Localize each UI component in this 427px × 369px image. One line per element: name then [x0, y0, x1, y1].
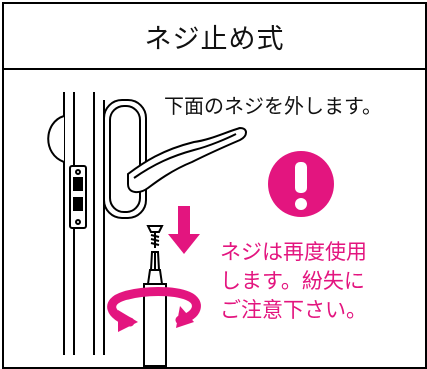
rotation-arrowhead-icon [118, 306, 194, 332]
caution-note: ネジは再度使用 します。紛失に ご注意下さい。 [220, 238, 420, 325]
screwdriver-icon [143, 251, 167, 367]
caution-line-2: します。紛失に [220, 269, 365, 293]
lever-handle [103, 99, 247, 219]
caution-line-3: ご注意下さい。 [220, 298, 367, 322]
screw-icon [146, 225, 164, 248]
panel-title: ネジ止め式 [4, 4, 425, 70]
down-arrow-icon [168, 206, 200, 254]
latch-plate [47, 115, 87, 229]
rotation-arrow-icon [107, 287, 201, 327]
panel-body: 下面のネジを外します。 ネジは再度使用 します。紛失に ご注意下さい。 [4, 70, 425, 367]
instruction-text: 下面のネジを外します。 [164, 94, 382, 118]
door-lever-illustration [47, 92, 334, 367]
exclamation-icon [268, 151, 334, 217]
caution-line-1: ネジは再度使用 [220, 240, 367, 264]
